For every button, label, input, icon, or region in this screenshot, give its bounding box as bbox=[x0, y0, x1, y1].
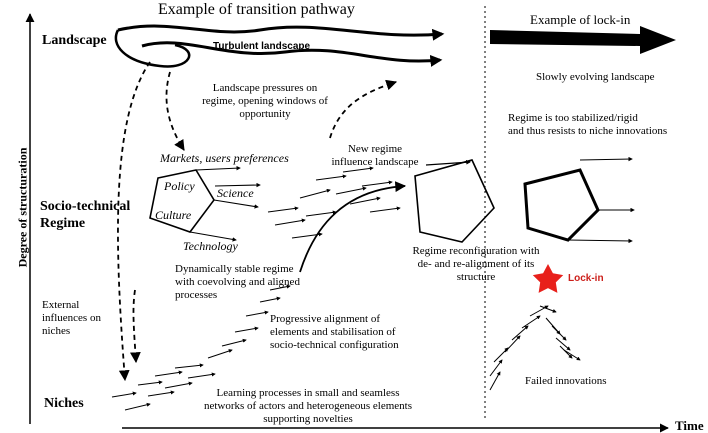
external-influences-label: External influences on niches bbox=[42, 299, 101, 337]
stable-regime-arrows bbox=[189, 165, 261, 242]
reconfigured-regime-pentagon bbox=[414, 159, 495, 243]
title-transition-pathway: Example of transition pathway bbox=[158, 1, 355, 18]
progressive-alignment-label: Progressive alignment of elements and st… bbox=[270, 313, 399, 351]
landscape-pressure-arrow bbox=[165, 71, 185, 151]
landscape-influence-arrow bbox=[425, 159, 471, 166]
turbulent-landscape-swirl bbox=[114, 29, 191, 68]
niche-external-arrow bbox=[130, 289, 141, 364]
stable-regime-label: Dynamically stable regime with coevolvin… bbox=[175, 263, 300, 301]
lockin-regime-pentagon bbox=[523, 168, 600, 242]
failed-innovations-label: Failed innovations bbox=[525, 375, 607, 387]
regime-transition-arrows bbox=[267, 166, 401, 239]
niche-breakthrough-curve bbox=[299, 181, 407, 273]
label-technology: Technology bbox=[183, 239, 238, 253]
level-landscape: Landscape bbox=[42, 33, 107, 48]
rigid-regime-label: Regime is too stabilized/rigid and thus … bbox=[508, 112, 668, 137]
level-regime: Socio-technical Regime bbox=[40, 199, 131, 231]
title-lock-in: Example of lock-in bbox=[530, 12, 631, 27]
new-regime-influence-label: New regime influence landscape bbox=[331, 143, 419, 168]
lockin-star bbox=[532, 264, 564, 293]
turbulent-landscape-arrow-upper bbox=[117, 24, 445, 41]
turbulent-landscape-arrow-lower bbox=[141, 41, 443, 67]
landscape-pressures-label: Landscape pressures on regime, opening w… bbox=[202, 82, 328, 120]
regime-reconfiguration-label: Regime reconfiguration with de- and re-a… bbox=[412, 245, 540, 283]
label-policy: Policy bbox=[164, 179, 195, 193]
failed-innovation-arrows bbox=[489, 305, 581, 391]
y-axis-label: Degree of structuration bbox=[15, 147, 30, 268]
new-regime-influence-arrow bbox=[329, 79, 398, 139]
learning-processes-label: Learning processes in small and seamless… bbox=[203, 387, 412, 425]
turbulent-landscape-label: Turbulent landscape bbox=[213, 41, 311, 52]
label-culture: Culture bbox=[155, 208, 192, 222]
x-axis-label: Time bbox=[675, 418, 704, 433]
level-niches: Niches bbox=[44, 396, 84, 411]
label-science: Science bbox=[217, 186, 254, 200]
external-influence-arrow bbox=[117, 61, 151, 382]
niche-arrows bbox=[111, 284, 291, 411]
lockin-label: Lock-in bbox=[568, 273, 604, 284]
slow-landscape-arrow bbox=[490, 26, 676, 54]
slow-landscape-label: Slowly evolving landscape bbox=[536, 71, 655, 83]
stable-regime-pentagon bbox=[149, 169, 215, 233]
lockin-regime-arrows bbox=[567, 156, 635, 244]
label-markets: Markets, users preferences bbox=[160, 151, 289, 165]
